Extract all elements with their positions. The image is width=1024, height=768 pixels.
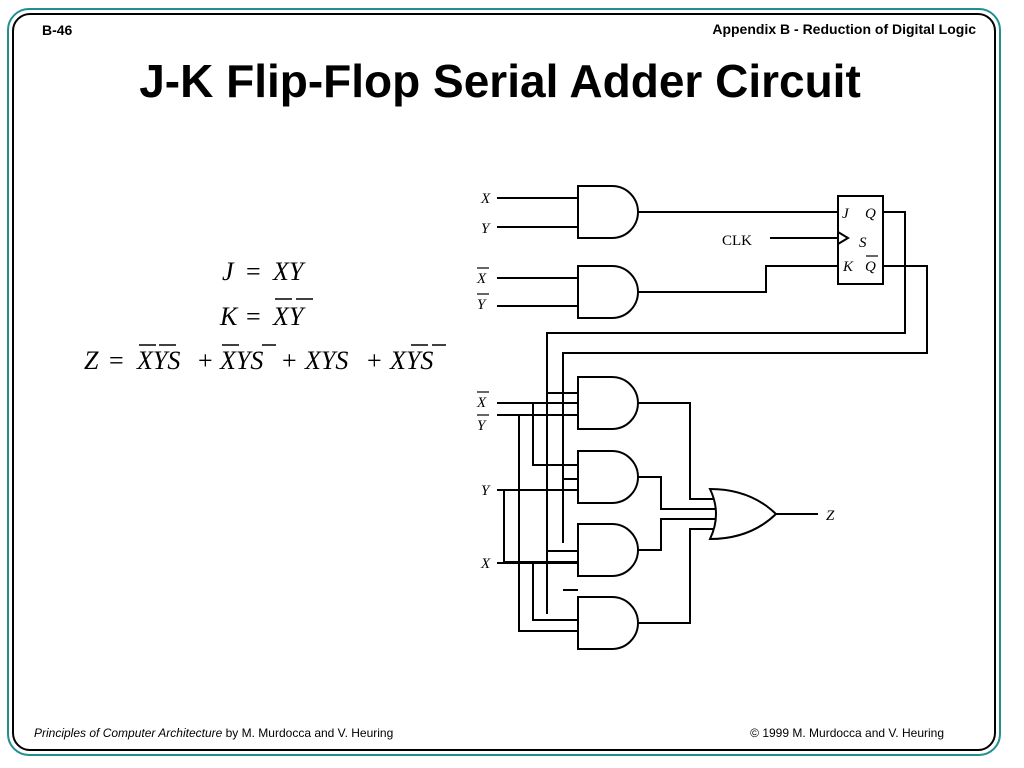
label-output-z: Z [826, 508, 835, 524]
ff-label-q: Q [865, 206, 876, 222]
equation-z: Z = XYS + XYS + XYS + XYS [84, 344, 446, 375]
and-gate-2 [577, 450, 639, 504]
wires [497, 197, 928, 632]
chapter-title: Appendix B - Reduction of Digital Logic [712, 21, 976, 37]
gates [577, 185, 884, 650]
eq-z-equals: = [109, 346, 124, 375]
eq-j-equals: = [246, 257, 261, 286]
book-authors: by M. Murdocca and V. Heuring [222, 726, 394, 740]
slide-frame-inner [12, 13, 996, 751]
equation-j: J = XY [222, 257, 306, 286]
ff-label-qbar: Q [865, 259, 876, 275]
or-gate [708, 487, 778, 541]
plus-sign: + [198, 346, 213, 375]
and-gate-3 [577, 523, 639, 577]
clk-arrow-icon [837, 231, 850, 245]
eq-z-term-3: XYS [304, 346, 348, 375]
eq-z-term-1: XYS [136, 346, 180, 375]
label-ybar: Y [477, 297, 487, 313]
ff-label-s: S [859, 235, 867, 251]
ff-label-k: K [842, 259, 854, 275]
label-xbar: X [476, 271, 487, 287]
footer-book: Principles of Computer Architecture by M… [34, 726, 393, 740]
circuit-labels: X Y X Y CLK J Q S K Q X Y Y X Z [476, 191, 878, 572]
label-x-2: X [480, 556, 491, 572]
eq-k-rhs: XY [272, 302, 306, 331]
equation-k: K = XY [219, 298, 313, 331]
label-x: X [480, 191, 491, 207]
slide-title: J-K Flip-Flop Serial Adder Circuit [139, 55, 861, 107]
label-y: Y [481, 221, 491, 237]
slide-frame-outer [7, 8, 1001, 756]
eq-z-term-4: XYS [389, 346, 433, 375]
eq-j-lhs: J [222, 257, 235, 286]
slide-number: B-46 [42, 22, 73, 38]
and-gate-1 [577, 376, 639, 430]
label-clk: CLK [722, 233, 752, 249]
footer-copyright: © 1999 M. Murdocca and V. Heuring [750, 726, 944, 740]
ff-label-j: J [842, 206, 850, 222]
and-gate-k [577, 265, 639, 319]
label-y-2: Y [481, 483, 491, 499]
eq-z-term-2: XYS [219, 346, 263, 375]
label-xbar-2: X [476, 395, 487, 411]
and-gate-4 [577, 596, 639, 650]
eq-k-lhs: K [219, 302, 239, 331]
book-title: Principles of Computer Architecture [34, 726, 223, 740]
eq-z-lhs: Z [84, 346, 99, 375]
eq-j-rhs: XY [272, 257, 306, 286]
plus-sign: + [282, 346, 297, 375]
eq-k-equals: = [246, 302, 261, 331]
and-gate-j [577, 185, 639, 239]
label-ybar-2: Y [477, 418, 487, 434]
plus-sign: + [367, 346, 382, 375]
